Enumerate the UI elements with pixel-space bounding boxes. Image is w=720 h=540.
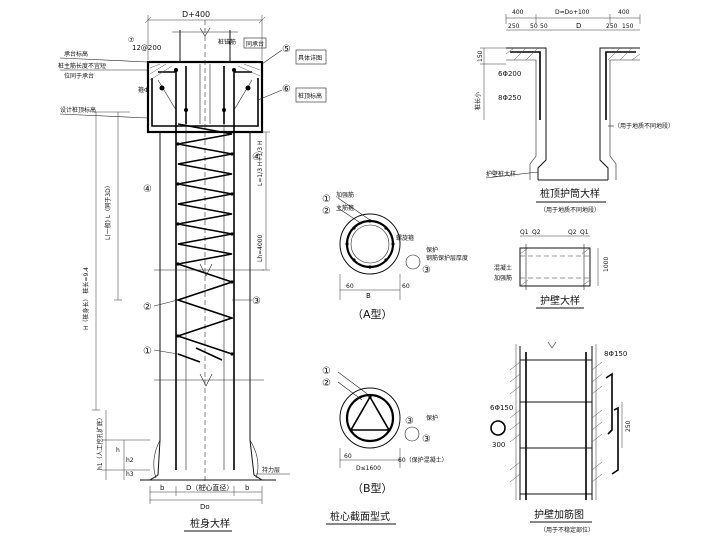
wall-detail: Q1 Q2 Q2 Q1 混凝土 加强筋 1000 护壁大样: [494, 229, 610, 309]
section-b-label: （B型）: [352, 481, 393, 495]
callout-7: ⑦: [128, 36, 134, 44]
callout-6: ⑥: [282, 84, 291, 95]
left-label-4: 设计桩顶标高: [60, 106, 96, 114]
wall-rebar-bar1: 8Φ150: [604, 350, 627, 358]
casing-bottom-label: 护壁桩大样: [486, 170, 516, 178]
section-b-dim-right: 60（保护混凝土）: [398, 456, 448, 464]
section-b-callout-4: ③: [422, 434, 431, 445]
section-b-callout-1: ①: [322, 366, 331, 377]
bell-h3: h3: [126, 471, 134, 478]
casing-sub-dim-4: 250: [606, 23, 618, 30]
anchor-bar-label: 桩锚筋: [218, 38, 236, 46]
left-label-2: 桩主筋长度不宜短: [58, 62, 106, 70]
section-a: ① ② 加强筋 主筋箍 螺旋箍 保护 钢筋保护层厚度 ③ 60 60 B （A型…: [322, 191, 468, 321]
casing-title: 桩顶护筒大样: [540, 187, 600, 200]
wall-reinforcement-detail: 300 8Φ150 6Φ150 250 护壁加筋图 （用于不稳定部位）: [490, 341, 632, 534]
section-b-lbl4: 保护: [426, 414, 438, 422]
section-b-callout-2: ②: [322, 378, 331, 389]
casing-side-label: （用于地质不同地段）: [614, 122, 674, 130]
right-dim-2: Lh=4000: [257, 234, 264, 262]
section-b: ① ② ③ 保护 ③ 60 D≤1600 60（保护混凝土） （B型） 桩心截面…: [322, 366, 448, 525]
left-label-3: 位同于承台: [64, 72, 94, 80]
callout-4-left: ④: [143, 184, 152, 195]
wall-rebar-subtitle: （用于不稳定部位）: [540, 526, 594, 534]
callout-5: ⑤: [282, 44, 291, 55]
anchor-bar-box: 同承台: [246, 40, 264, 48]
bottom-D: D（桩心直径）: [186, 483, 233, 492]
wall-title: 护壁大样: [540, 294, 580, 307]
casing-bar-2: 8Φ250: [498, 94, 521, 102]
casing-sub-dim-3: 50: [540, 23, 548, 30]
casing-sub-dim-2: 50: [530, 23, 538, 30]
casing-left-dim: 桩长小: [474, 92, 482, 110]
section-b-dim-bottom: D≤1600: [356, 465, 381, 472]
section-a-lbl4: 保护: [426, 246, 438, 254]
wall-rebar-bar2: 6Φ150: [490, 404, 513, 412]
section-a-callout-2: ②: [322, 206, 331, 217]
section-a-dim-right: 60: [402, 283, 410, 290]
casing-top-dim: 150: [477, 50, 484, 62]
top-bar-label: 12@200: [132, 44, 161, 52]
main-pile-detail: D+400 ⑦ 12@200 桩锚筋 同承台 ⑤ 具体详图 ⑥: [58, 10, 327, 532]
section-a-callout-3: ③: [422, 265, 431, 276]
section-a-lbl5: 钢筋保护层厚度: [426, 254, 468, 262]
left-dim-L: L(一般) L（同于3D）: [104, 182, 112, 240]
casing-bar-1: 6Φ200: [498, 70, 521, 78]
wall-dim-1: Q1: [520, 229, 529, 236]
wall-left-label: 混凝土: [494, 264, 512, 272]
wall-dim-3: Q2: [568, 229, 577, 236]
section-a-dim-left: 60: [346, 283, 354, 290]
bell-h2: h2: [126, 457, 134, 464]
casing-dim-1: 400: [512, 9, 524, 16]
casing-sub-dim-5: 150: [622, 23, 634, 30]
section-a-callout-1: ①: [322, 194, 331, 205]
main-detail-title: 桩身大样: [190, 517, 230, 530]
right-box-1: 具体详图: [298, 54, 322, 62]
casing-subtitle: （用于地质不同地段）: [540, 206, 600, 214]
section-a-lbl3: 螺旋箍: [396, 234, 414, 242]
section-b-dim-left: 60: [344, 453, 352, 460]
callout-1: ①: [143, 346, 152, 357]
section-a-lbl2: 主筋箍: [336, 204, 354, 212]
wall-rebar-right-label: 250: [625, 420, 632, 432]
section-a-lbl1: 加强筋: [336, 191, 354, 199]
section-a-dim-bottom: B: [366, 292, 371, 300]
casing-detail: 400 D=Do+100 400 250 50 50 250 150 D 150…: [474, 9, 674, 214]
wall-left-label-2: 加强筋: [494, 274, 512, 282]
wall-rebar-circle-label: 300: [492, 441, 505, 449]
bell-h: h: [116, 447, 120, 454]
callout-3: ③: [252, 296, 261, 307]
side-bar-label: 箍Φ: [138, 86, 149, 94]
bearing-layer: 持力层: [262, 466, 280, 474]
right-box-2: 桩顶标高: [298, 92, 322, 100]
top-width-dim: D+400: [182, 10, 210, 19]
left-dim-H: H（桩身长） 桩长=9.4: [82, 267, 90, 330]
bell-h1: h1（人工挖孔扩底）: [96, 414, 104, 470]
left-label-1: 承台标高: [64, 50, 88, 58]
bottom-Do: Do: [200, 503, 210, 511]
right-dim-1: L=1/3 H+1/3 H: [257, 140, 264, 186]
wall-dim-2: Q2: [532, 229, 541, 236]
casing-dim-2: D=Do+100: [555, 9, 590, 16]
section-a-label: （A型）: [352, 307, 393, 321]
wall-rebar-title: 护壁加筋图: [534, 508, 584, 521]
wall-dim-4: Q1: [580, 229, 589, 236]
wall-right-label: 1000: [603, 257, 610, 272]
bottom-b-right: b: [245, 484, 250, 492]
callout-2: ②: [143, 302, 152, 313]
casing-D: D: [576, 22, 581, 30]
bottom-b-left: b: [160, 484, 165, 492]
casing-sub-dim-1: 250: [508, 23, 520, 30]
casing-dim-3: 400: [618, 9, 630, 16]
callout-4-right: ④: [252, 152, 261, 163]
section-b-callout-3: ③: [405, 416, 414, 427]
section-title: 桩心截面型式: [330, 510, 390, 523]
